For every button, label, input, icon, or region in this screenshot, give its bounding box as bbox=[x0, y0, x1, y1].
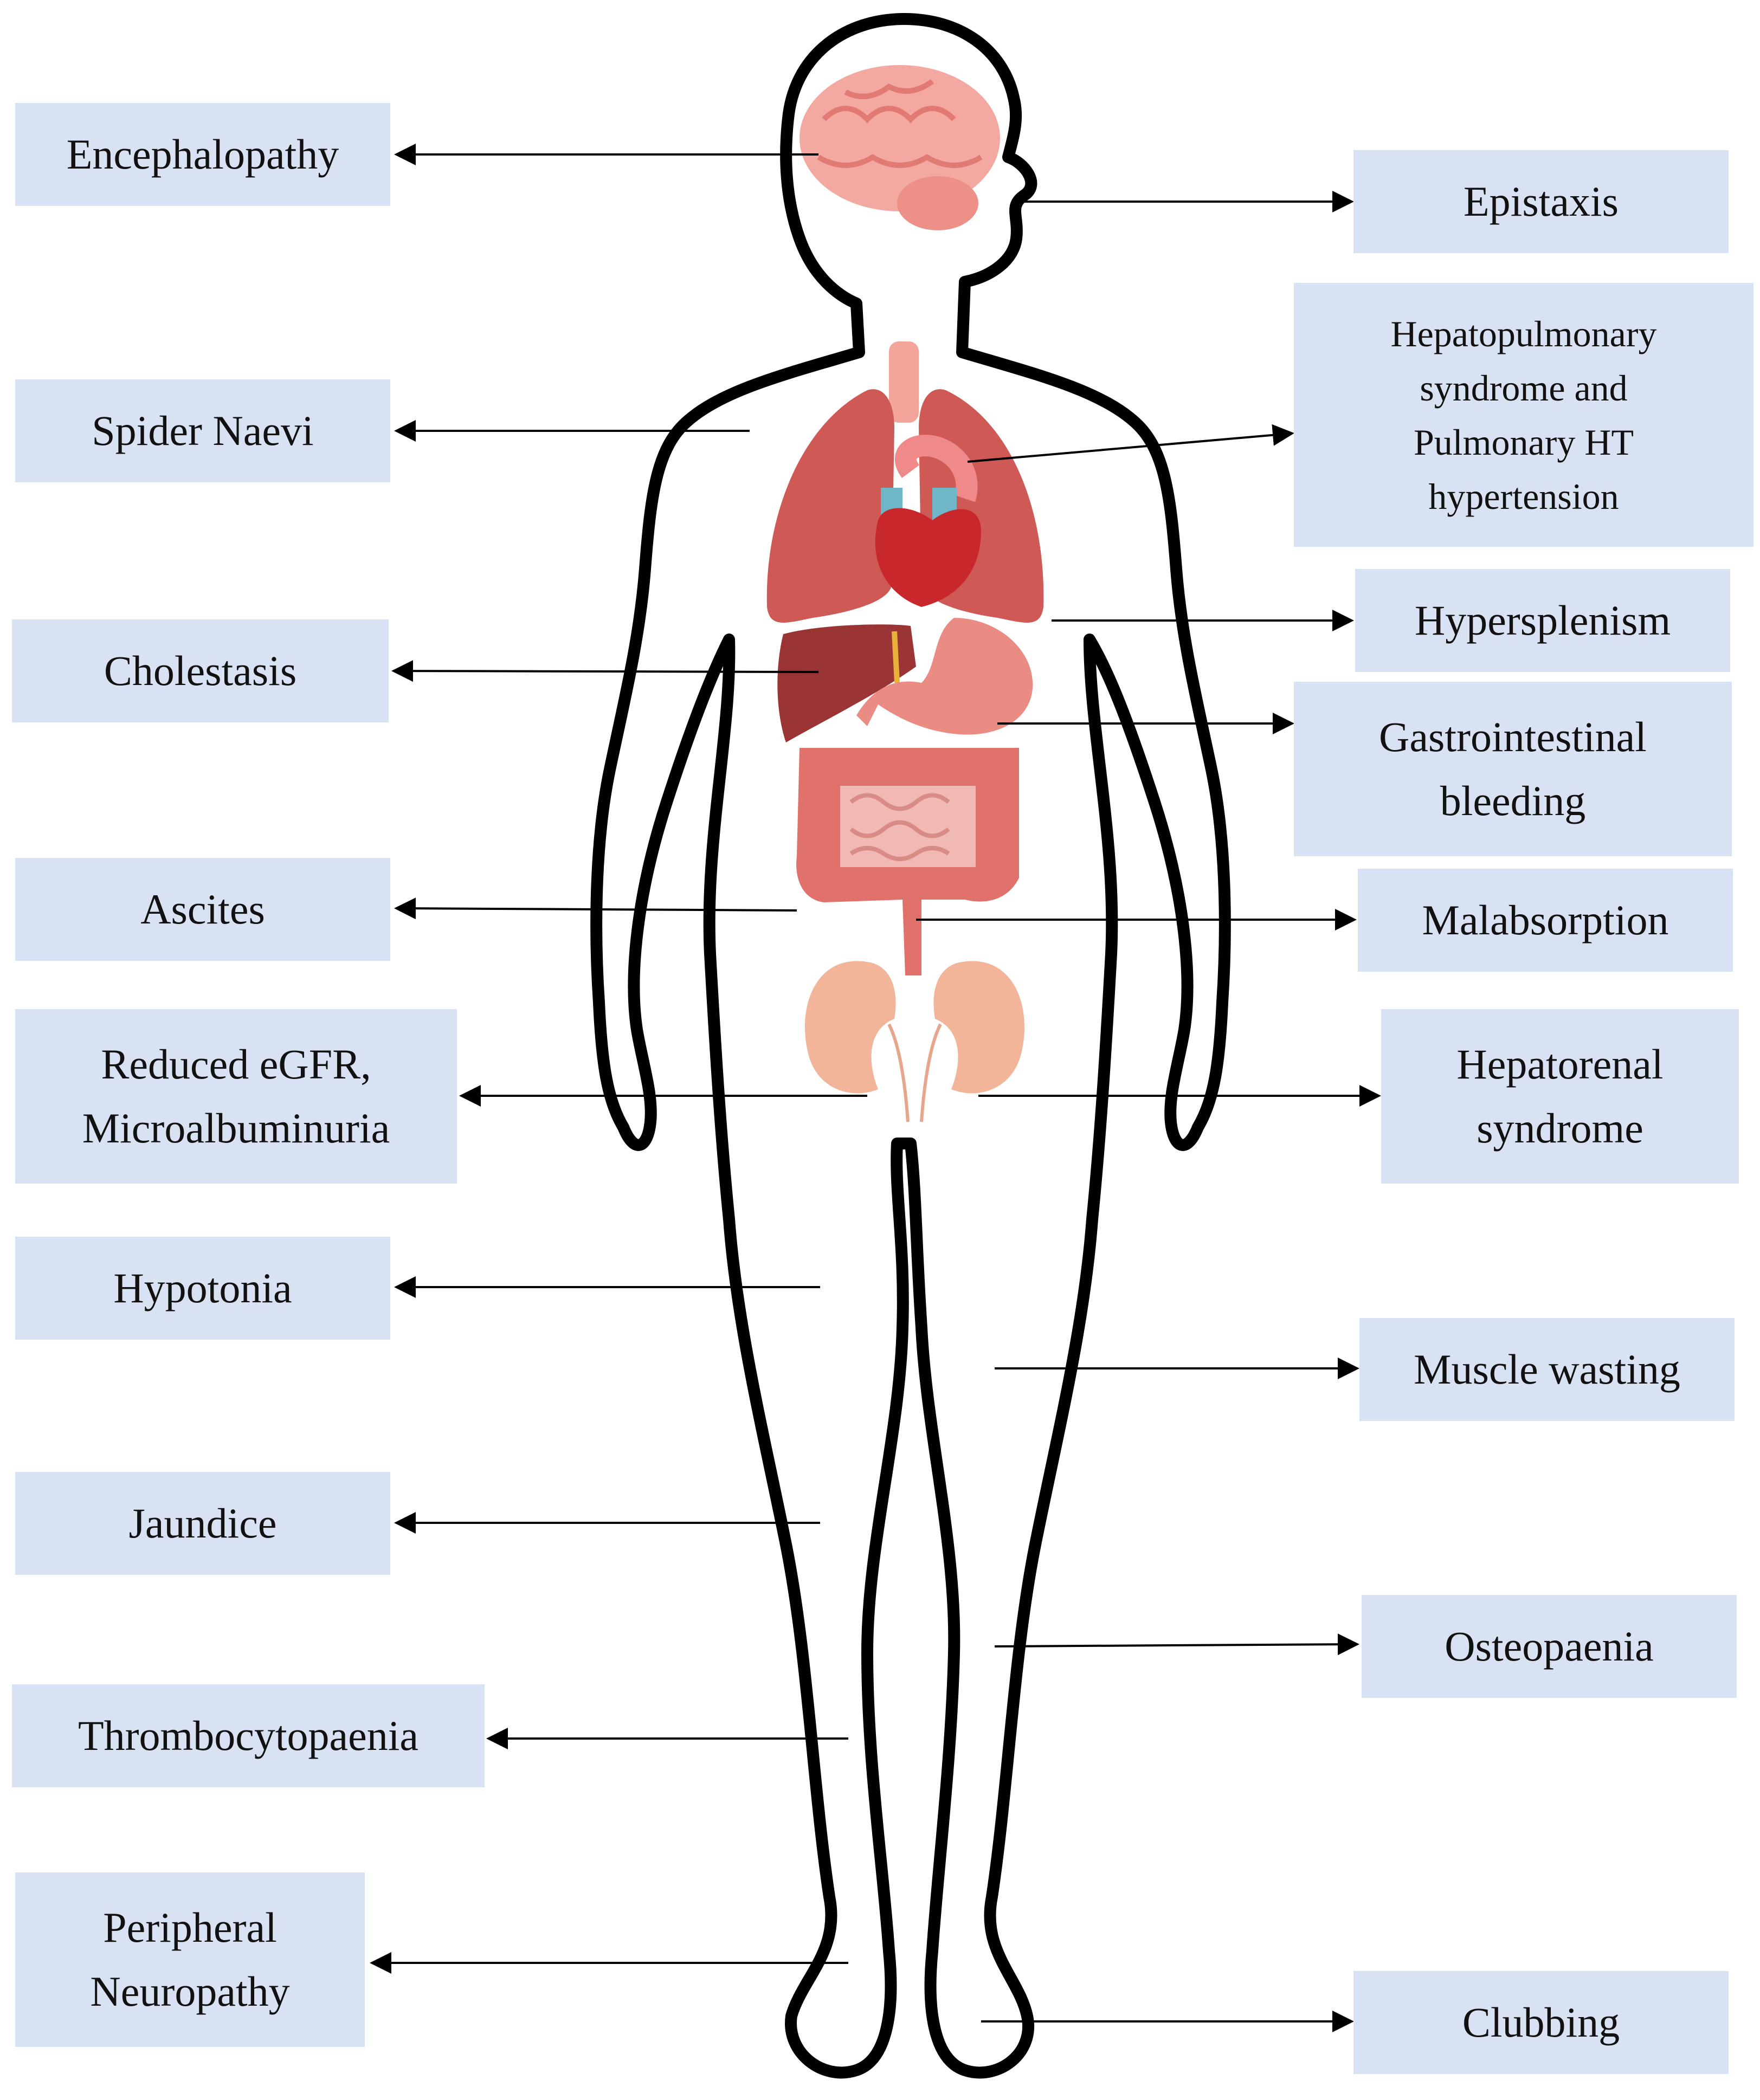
label-thrombocytopaenia: Thrombocytopaenia bbox=[12, 1684, 485, 1787]
label-line: Reduced eGFR, bbox=[101, 1041, 371, 1088]
gallbladder-line bbox=[892, 631, 900, 683]
label-line: Hepatopulmonary bbox=[1390, 313, 1657, 354]
label-line: Jaundice bbox=[128, 1500, 277, 1547]
label-muscle-wasting: Muscle wasting bbox=[1359, 1318, 1735, 1421]
label-jaundice: Jaundice bbox=[15, 1472, 390, 1575]
label-line: Ascites bbox=[140, 886, 265, 933]
label-line: Thrombocytopaenia bbox=[78, 1712, 419, 1759]
brain-icon bbox=[800, 65, 1000, 230]
arrow-ascites bbox=[394, 897, 797, 920]
label-line: Malabsorption bbox=[1422, 896, 1669, 944]
body-outline bbox=[590, 13, 1231, 2079]
label-spider-naevi: Spider Naevi bbox=[15, 379, 390, 482]
label-line: Hypersplenism bbox=[1414, 597, 1671, 644]
label-gi-bleeding: Gastrointestinal bleeding bbox=[1294, 682, 1732, 856]
label-line: Peripheral bbox=[103, 1904, 277, 1951]
label-line: syndrome bbox=[1477, 1104, 1643, 1152]
label-line: Clubbing bbox=[1462, 1999, 1620, 2046]
heart-icon bbox=[875, 435, 981, 607]
liver-icon bbox=[777, 624, 916, 742]
arrow-cholestasis bbox=[391, 660, 819, 682]
trachea-icon bbox=[889, 341, 919, 423]
kidneys-icon bbox=[804, 961, 1025, 1122]
label-hypotonia: Hypotonia bbox=[15, 1237, 390, 1340]
label-line: Microalbuminuria bbox=[82, 1104, 390, 1152]
label-line: bleeding bbox=[1440, 777, 1586, 824]
label-hypersplenism: Hypersplenism bbox=[1355, 569, 1730, 672]
arrows-right bbox=[916, 191, 1381, 2032]
label-line: Encephalopathy bbox=[66, 131, 339, 178]
stomach-icon bbox=[856, 618, 1033, 735]
label-ascites: Ascites bbox=[15, 858, 390, 961]
label-osteopaenia: Osteopaenia bbox=[1362, 1595, 1737, 1698]
label-line: hypertension bbox=[1428, 475, 1619, 517]
label-line: Muscle wasting bbox=[1414, 1346, 1680, 1393]
label-line: Spider Naevi bbox=[92, 407, 314, 454]
label-line: Neuropathy bbox=[90, 1968, 290, 2015]
label-line: Epistaxis bbox=[1464, 178, 1619, 225]
label-line: Hepatorenal bbox=[1456, 1041, 1664, 1088]
label-line: Gastrointestinal bbox=[1379, 713, 1647, 760]
arrow-osteopaenia bbox=[994, 1633, 1359, 1656]
label-malabsorption: Malabsorption bbox=[1358, 869, 1733, 972]
label-line: Osteopaenia bbox=[1445, 1623, 1654, 1670]
label-line: Hypotonia bbox=[113, 1264, 292, 1311]
label-cholestasis: Cholestasis bbox=[12, 619, 389, 722]
label-reduced-egfr: Reduced eGFR, Microalbuminuria bbox=[15, 1009, 457, 1184]
label-line: Cholestasis bbox=[104, 647, 297, 694]
arrow-hepatopulmonary bbox=[967, 424, 1294, 463]
label-hepatorenal: Hepatorenal syndrome bbox=[1381, 1009, 1739, 1184]
label-line: Pulmonary HT bbox=[1413, 421, 1634, 463]
label-encephalopathy: Encephalopathy bbox=[15, 103, 390, 206]
label-epistaxis: Epistaxis bbox=[1353, 150, 1729, 253]
label-line: syndrome and bbox=[1420, 367, 1628, 409]
arrows-left bbox=[370, 144, 867, 1974]
label-clubbing: Clubbing bbox=[1353, 1971, 1729, 2074]
